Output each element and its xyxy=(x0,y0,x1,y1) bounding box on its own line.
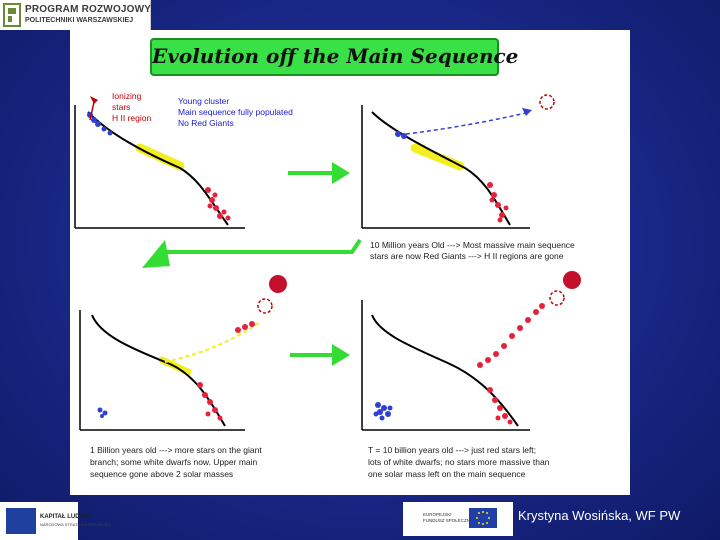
logo-line1: PROGRAM ROZWOJOWY xyxy=(25,4,151,15)
panel-4-red-stars xyxy=(477,303,545,425)
panel-1-yellow-band xyxy=(140,148,180,166)
panel-3-giant-ring xyxy=(258,299,272,313)
eu-fund-text-1: EUROPEJSKI xyxy=(423,512,452,517)
logo-line2: POLITECHNIKI WARSZAWSKIEJ xyxy=(25,17,133,24)
panel-1-red-stars xyxy=(205,187,231,221)
kapital-ludzki-subtext: NARODOWA STRATEGIA SPÓJNOŚCI xyxy=(40,522,111,527)
arrow-panel3-to-panel4 xyxy=(290,344,350,366)
kapital-ludzki-logo: KAPITAŁ LUDZKI NARODOWA STRATEGIA SPÓJNO… xyxy=(0,502,78,540)
panel-1-note-2: Main sequence fully populated xyxy=(178,107,293,118)
panel-2-caption-2: stars are now Red Giants ---> H II regio… xyxy=(370,251,563,262)
program-logo: PROGRAM ROZWOJOWY POLITECHNIKI WARSZAWSK… xyxy=(0,0,151,30)
panel-1-label-hii: H II region xyxy=(112,113,151,124)
panel-3-caption-3: sequence gone above 2 solar masses xyxy=(90,469,233,480)
arrow-panel1-to-panel2 xyxy=(288,162,350,184)
panel-3-red-giant xyxy=(269,275,287,293)
kapital-ludzki-emblem-icon xyxy=(6,508,36,534)
panel-2-caption-1: 10 Million years Old ---> Most massive m… xyxy=(370,240,575,251)
logo-emblem-icon xyxy=(3,3,21,27)
panel-2-track-arrowhead xyxy=(522,108,532,116)
panel-4-main-sequence xyxy=(372,315,518,426)
panel-1-label-stars: stars xyxy=(112,102,130,113)
eu-fund-logo: EUROPEJSKI FUNDUSZ SPOŁECZNY xyxy=(403,502,513,536)
panel-3-plot xyxy=(80,275,287,430)
panel-1-note-3: No Red Giants xyxy=(178,118,234,129)
panel-3-red-stars xyxy=(197,321,255,421)
panel-2-red-giant-marker xyxy=(540,95,554,109)
eu-fund-text-2: FUNDUSZ SPOŁECZNY xyxy=(423,518,473,523)
panel-2-plot xyxy=(362,95,554,228)
panel-3-caption-1: 1 Billion years old ---> more stars on t… xyxy=(90,445,262,456)
eu-flag-icon xyxy=(469,508,497,528)
panel-1-label-ionizing: Ionizing xyxy=(112,91,141,102)
panel-1-note-1: Young cluster xyxy=(178,96,229,107)
slide-content: Evolution off the Main Sequence xyxy=(70,30,630,495)
hr-diagrams xyxy=(70,30,630,495)
panel-1-ionizing-arrowhead xyxy=(90,96,98,104)
arrow-panel2-to-panel3 xyxy=(142,240,360,268)
panel-4-giant-ring xyxy=(550,291,564,305)
kapital-ludzki-text: KAPITAŁ LUDZKI xyxy=(40,514,89,520)
panel-4-red-giant xyxy=(563,271,581,289)
panel-4-white-dwarfs xyxy=(374,402,393,421)
panel-4-plot xyxy=(362,271,581,430)
panel-3-caption-2: branch; some white dwarfs now. Upper mai… xyxy=(90,457,257,468)
panel-4-caption-3: one solar mass left on the main sequence xyxy=(368,469,525,480)
panel-2-blue-stars xyxy=(395,131,407,139)
panel-4-caption-2: lots of white dwarfs; no stars more mass… xyxy=(368,457,549,468)
panel-4-caption-1: T = 10 billion years old ---> just red s… xyxy=(368,445,536,456)
author-credit: Krystyna Wosińska, WF PW xyxy=(518,508,680,523)
panel-2-yellow-band xyxy=(415,148,460,166)
panel-3-main-sequence xyxy=(92,315,225,426)
panel-2-giant-track xyxy=(406,112,530,134)
panel-3-white-dwarfs xyxy=(98,408,108,419)
